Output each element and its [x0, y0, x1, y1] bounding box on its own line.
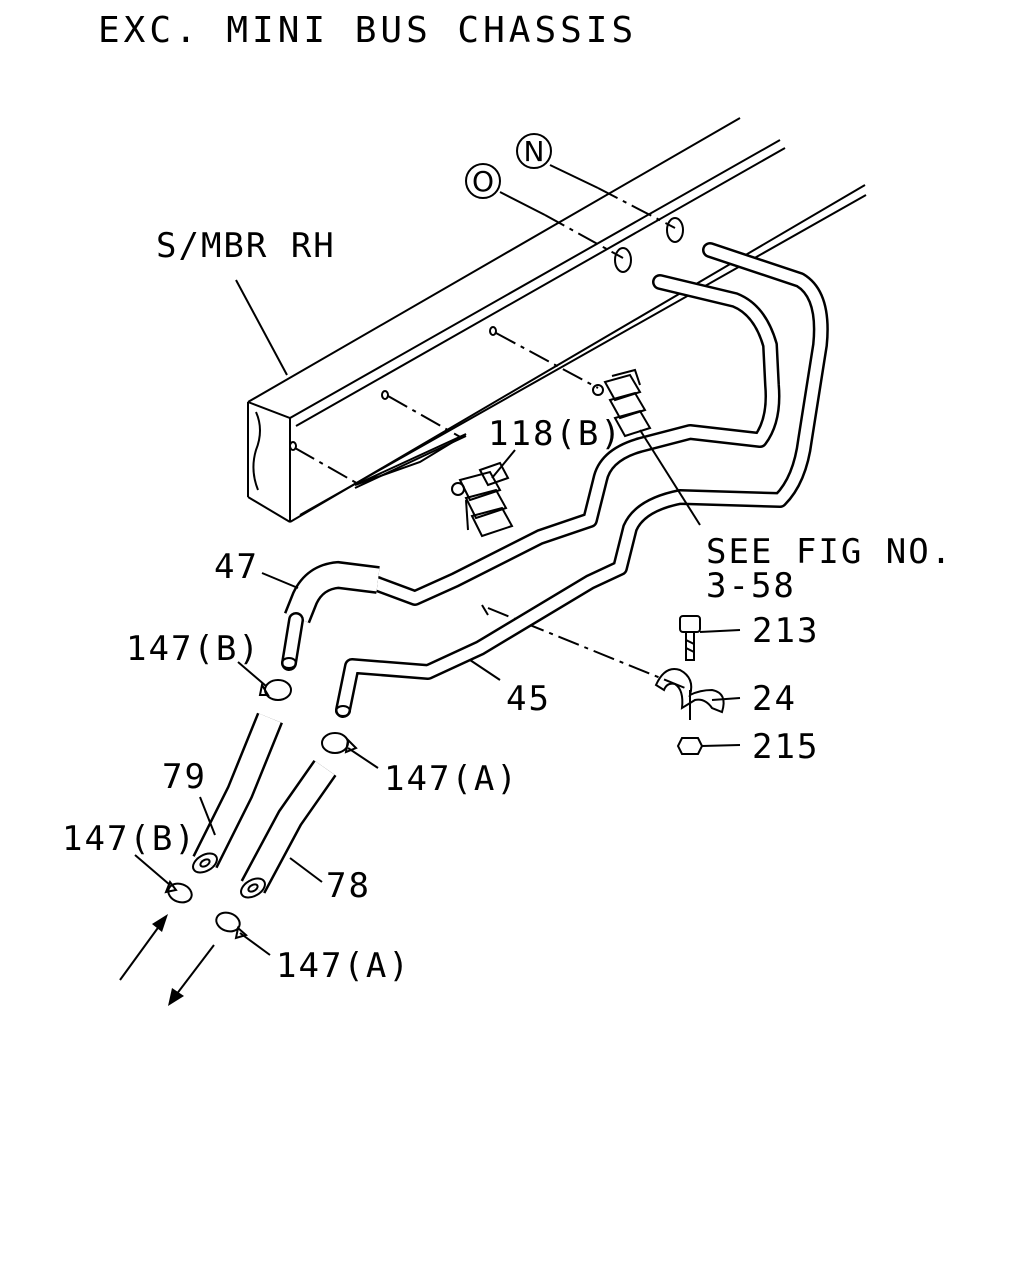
clip-118b-right	[592, 368, 652, 438]
side-member-frame	[247, 117, 867, 523]
label-part-147b-lower: 147(B)	[62, 819, 197, 859]
label-part-47: 47	[214, 547, 259, 587]
brake-pipe-upper	[364, 274, 781, 606]
label-part-147b-upper: 147(B)	[126, 629, 261, 669]
clamp-147b-upper	[258, 679, 292, 701]
label-see-fig-number: 3-58	[706, 566, 796, 606]
label-part-45: 45	[506, 679, 551, 719]
arrow-in-icon	[152, 914, 168, 932]
label-side-member: S/MBR RH	[156, 226, 336, 266]
bolt-213	[679, 615, 701, 661]
ref-o-label: O	[472, 165, 494, 198]
hose-79	[192, 712, 283, 874]
clip-118b-left	[451, 461, 514, 538]
assembly-leaders	[294, 332, 691, 720]
diagram-title: EXC. MINI BUS CHASSIS	[98, 10, 637, 51]
clamp-147b-lower	[164, 879, 193, 904]
label-leaders	[134, 279, 741, 956]
label-part-215: 215	[752, 727, 819, 767]
brake-pipe-lower	[335, 242, 829, 718]
hose-78	[240, 759, 337, 899]
label-part-78: 78	[326, 866, 371, 906]
label-part-79: 79	[162, 757, 207, 797]
label-see-fig: SEE FIG NO.	[706, 532, 953, 572]
flow-arrows	[119, 914, 215, 1006]
clamp-147a-lower	[215, 911, 249, 940]
nut-215	[676, 737, 704, 755]
reference-markers: N O	[465, 133, 676, 259]
label-part-147a-upper: 147(A)	[384, 759, 519, 799]
part-47-hose	[281, 560, 380, 671]
label-clip-118b: 118(B)	[488, 414, 623, 454]
label-part-213: 213	[752, 611, 819, 651]
ref-n-label: N	[524, 135, 545, 168]
label-part-24: 24	[752, 679, 797, 719]
clamp-bracket-24	[654, 668, 725, 714]
arrow-out-icon	[168, 988, 184, 1006]
label-part-147a-lower: 147(A)	[276, 946, 411, 986]
